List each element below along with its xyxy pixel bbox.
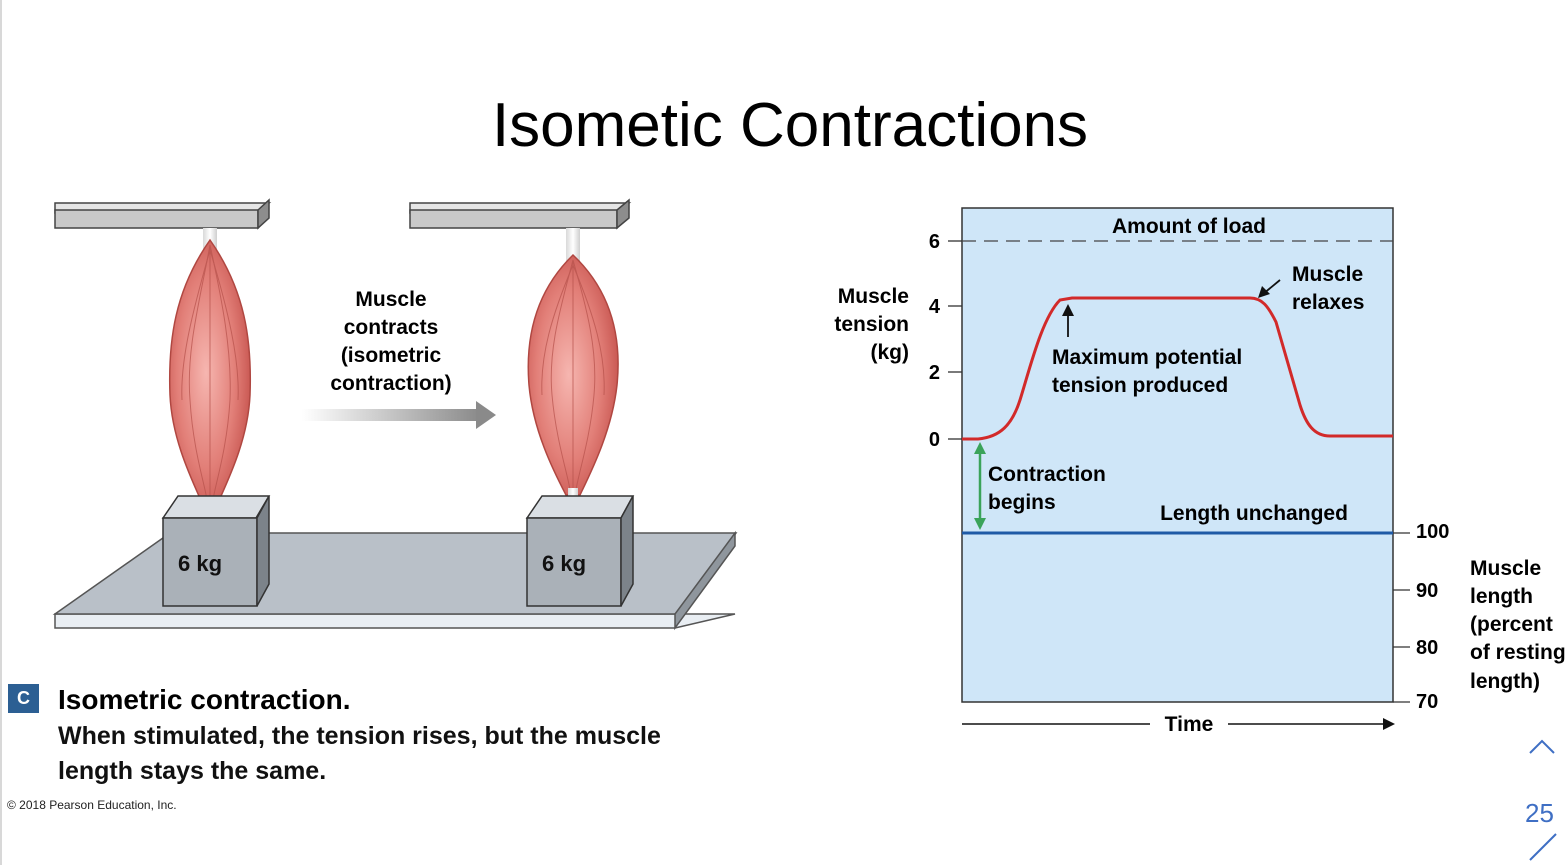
length-axis-label-5: length) [1470, 670, 1540, 693]
begins-label-line-1: Contraction [988, 463, 1106, 486]
tension-axis-label-1: Muscle [838, 285, 909, 308]
arrow-label-line-1: Muscle [355, 288, 426, 311]
length-tick-90: 90 [1416, 580, 1438, 602]
tension-tick-6: 6 [929, 231, 940, 253]
tension-axis [948, 240, 962, 440]
weight-right [525, 495, 635, 607]
length-tick-100: 100 [1416, 521, 1449, 543]
length-unchanged-label: Length unchanged [1160, 502, 1348, 525]
caption-title: Isometric contraction. [58, 684, 351, 715]
length-axis [1393, 532, 1410, 703]
caption-body: When stimulated, the tension rises, but … [58, 719, 661, 789]
tension-curve [962, 296, 1393, 441]
isometric-illustration: 6 kg Muscle contracts (isometric contrac… [52, 198, 738, 631]
length-axis-label-1: Muscle [1470, 557, 1541, 580]
tension-tick-4: 4 [929, 296, 941, 318]
slide-left-border [0, 0, 2, 865]
caption-line-1: When stimulated, the tension rises, but … [58, 722, 661, 750]
right-arrow-icon [302, 401, 496, 429]
caption-badge: C [8, 684, 39, 713]
tension-length-graph: Amount of load 6 4 2 0 Muscle tension (k… [834, 207, 1566, 735]
begins-label-line-2: begins [988, 491, 1056, 514]
double-arrow-icon [974, 442, 986, 530]
slide-title: Isometic Contractions [491, 91, 1089, 160]
arrow-label-line-3: (isometric [341, 344, 442, 367]
tension-tick-2: 2 [929, 362, 940, 384]
load-label: Amount of load [1112, 215, 1266, 238]
tension-axis-label-2: tension [834, 313, 909, 336]
max-label-line-1: Maximum potential [1052, 346, 1242, 369]
weight-right-label: 6 kg [542, 551, 586, 576]
caption-line-2: length stays the same. [58, 757, 327, 785]
chevron-up-icon[interactable] [1524, 733, 1564, 761]
time-axis [962, 718, 1395, 730]
right-muscle-setup: 6 kg [409, 198, 635, 607]
length-axis-label-3: (percent [1470, 613, 1553, 636]
weight-left-label: 6 kg [178, 551, 222, 576]
base-platform [52, 530, 738, 631]
length-tick-80: 80 [1416, 637, 1438, 659]
left-muscle-setup: 6 kg [54, 198, 272, 607]
length-axis-label-4: of resting [1470, 641, 1566, 664]
relaxes-label-line-2: relaxes [1292, 291, 1364, 314]
arrow-label-line-4: contraction) [330, 372, 451, 395]
arrow-label-line-2: contracts [344, 316, 439, 339]
contracts-arrow-group: Muscle contracts (isometric contraction) [302, 288, 496, 429]
ceiling-bar-left [54, 198, 272, 230]
length-axis-label-2: length [1470, 585, 1533, 608]
max-label-line-2: tension produced [1052, 374, 1228, 397]
weight-left [161, 495, 271, 607]
ceiling-bar-right [409, 198, 632, 230]
tension-axis-label-3: (kg) [871, 341, 910, 364]
copyright-notice: © 2018 Pearson Education, Inc. [7, 798, 177, 812]
page-number: 25 [1525, 798, 1554, 828]
slide-corner-slash-icon [1529, 833, 1557, 861]
graph-plot-area [961, 207, 1394, 703]
time-label: Time [1165, 713, 1214, 735]
down-left-arrow-icon [1258, 279, 1281, 298]
tension-tick-0: 0 [929, 429, 940, 451]
relaxes-label-line-1: Muscle [1292, 263, 1363, 286]
length-tick-70: 70 [1416, 691, 1438, 713]
up-arrow-icon [1062, 304, 1074, 337]
